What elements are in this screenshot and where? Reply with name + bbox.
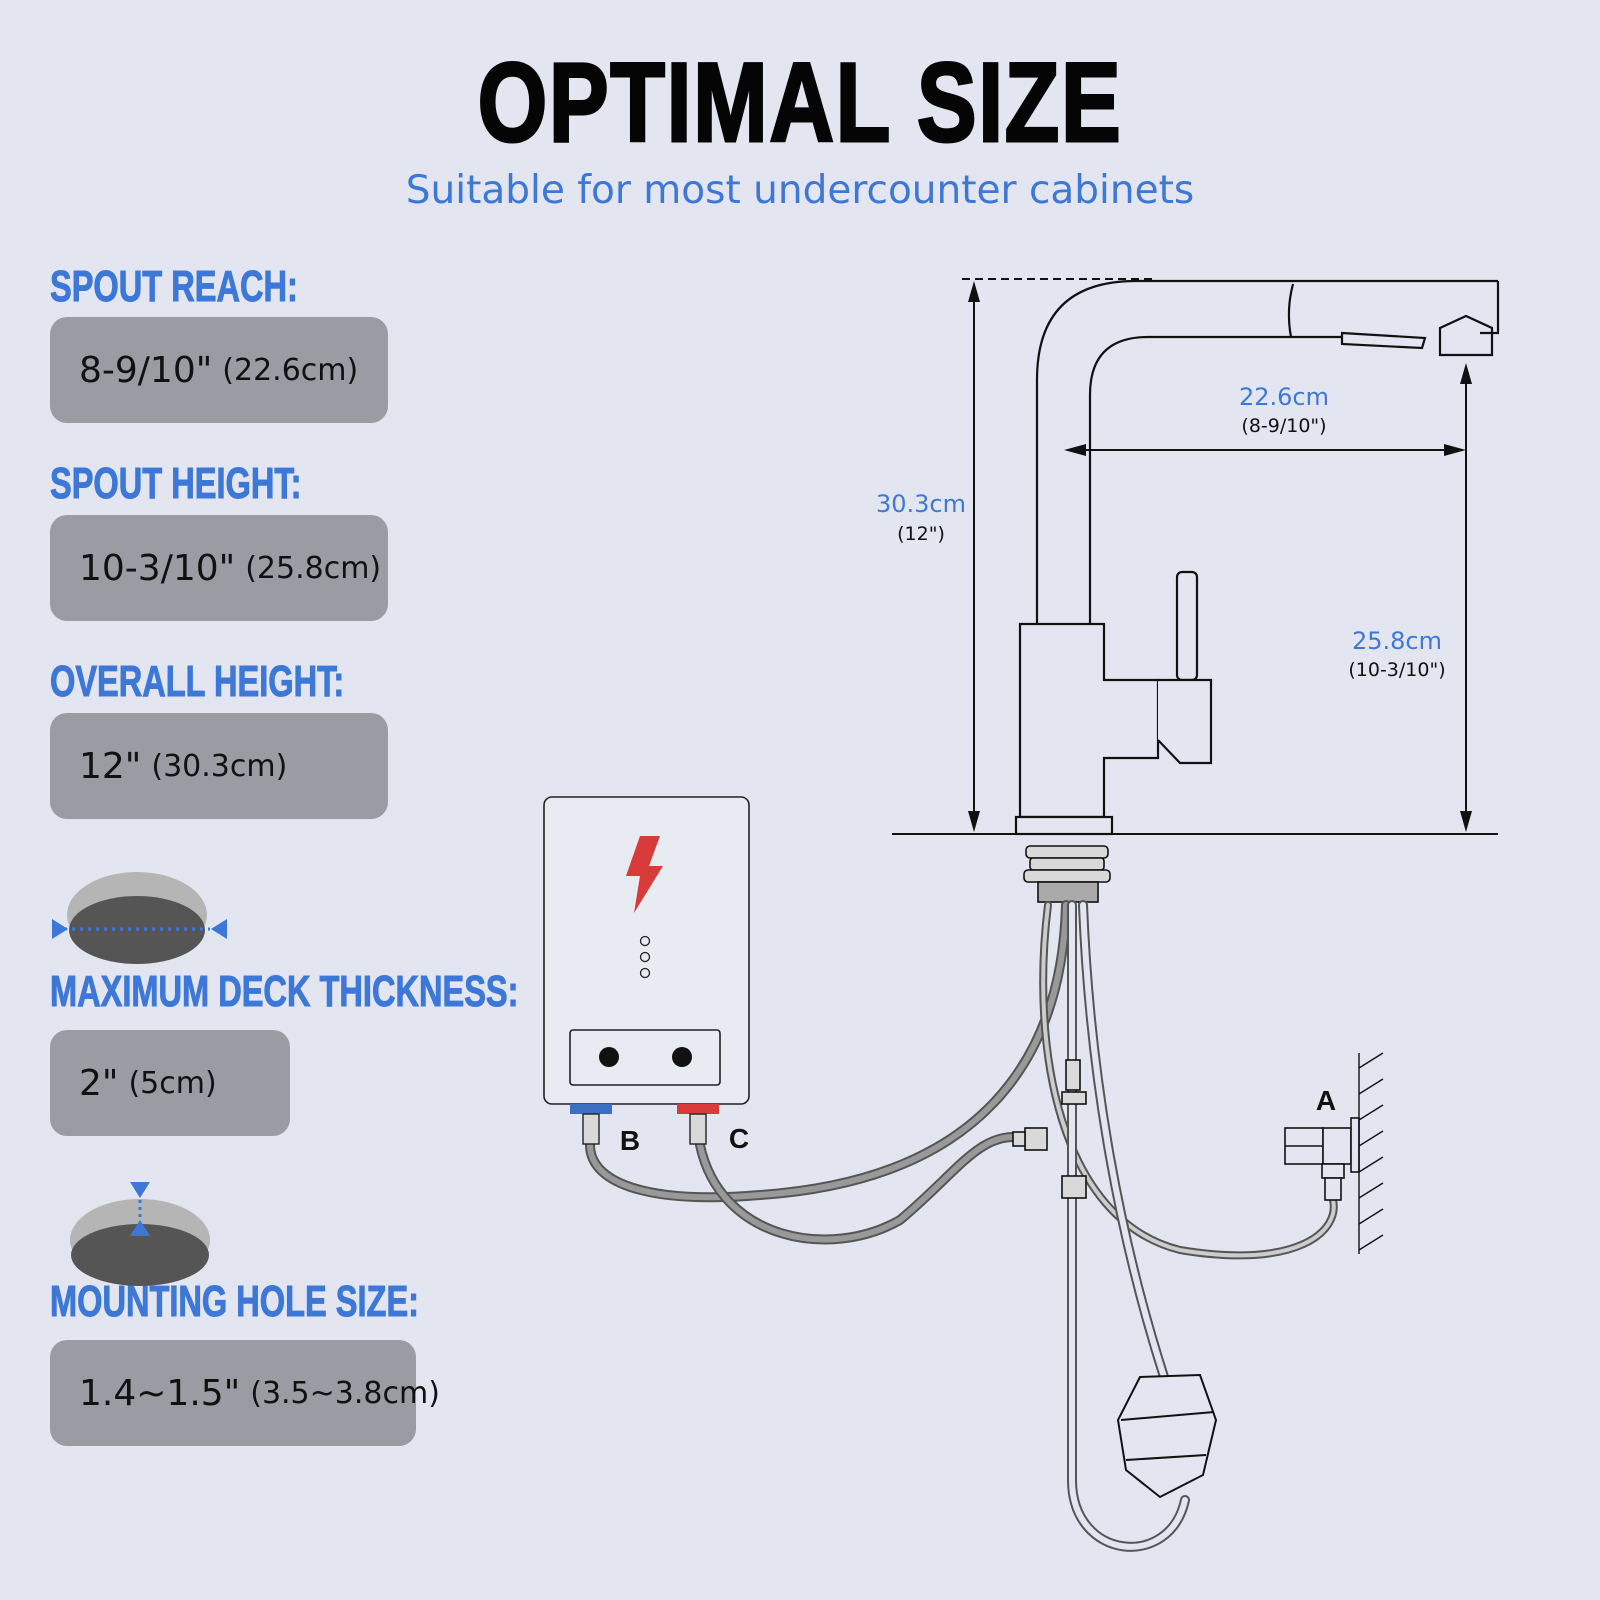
cold-inlet-marker [570, 1104, 612, 1114]
hose-weight [1116, 1373, 1218, 1499]
spec-label-spout-reach: SPOUT REACH: [50, 262, 299, 312]
control-panel [569, 1029, 721, 1086]
spec-value-mounting-hole: 1.4~1.5"(3.5~3.8cm) [50, 1340, 440, 1446]
spec-label-spout-height: SPOUT HEIGHT: [50, 459, 302, 509]
wall-hatch [1358, 1052, 1384, 1254]
overall-height-metric: 30.3cm [876, 490, 966, 518]
lightning-bolt-icon [626, 836, 663, 913]
hole-diameter-icon [52, 872, 227, 964]
faucet-drawing [1014, 279, 1500, 836]
dimension-lines [892, 278, 1498, 835]
spout-height-imperial: (10-3/10") [1348, 659, 1445, 681]
angle-valve [1284, 1117, 1360, 1201]
spec-label-mounting-hole: MOUNTING HOLE SIZE: [50, 1277, 420, 1327]
hot-outlet-marker [677, 1104, 719, 1114]
spec-value-overall-height: 12"(30.3cm) [50, 713, 388, 819]
spec-value-spout-reach: 8-9/10"(22.6cm) [50, 317, 388, 423]
hose-fittings [1012, 1059, 1087, 1199]
spec-label-overall-height: OVERALL HEIGHT: [50, 657, 345, 707]
spec-value-deck-thickness: 2"(5cm) [50, 1030, 290, 1136]
page-subtitle: Suitable for most undercounter cabinets [405, 168, 1195, 213]
overall-height-imperial: (12") [897, 523, 945, 545]
mounting-hardware [1023, 845, 1111, 903]
label-b: B [620, 1125, 640, 1156]
spec-label-deck-thickness: MAXIMUM DECK THICKNESS: [50, 967, 519, 1017]
label-c: C [729, 1123, 749, 1154]
deck-thickness-icon [70, 1182, 210, 1286]
hoses [585, 900, 1338, 1552]
spec-value-spout-height: 10-3/10"(25.8cm) [50, 515, 388, 621]
dimension-arrows [968, 281, 1472, 832]
spout-reach-imperial: (8-9/10") [1241, 415, 1326, 437]
page-title: OPTIMAL SIZE [476, 39, 1123, 167]
water-heater [543, 796, 750, 1145]
spout-height-metric: 25.8cm [1352, 627, 1442, 655]
label-a: A [1316, 1085, 1336, 1116]
spout-reach-metric: 22.6cm [1239, 383, 1329, 411]
